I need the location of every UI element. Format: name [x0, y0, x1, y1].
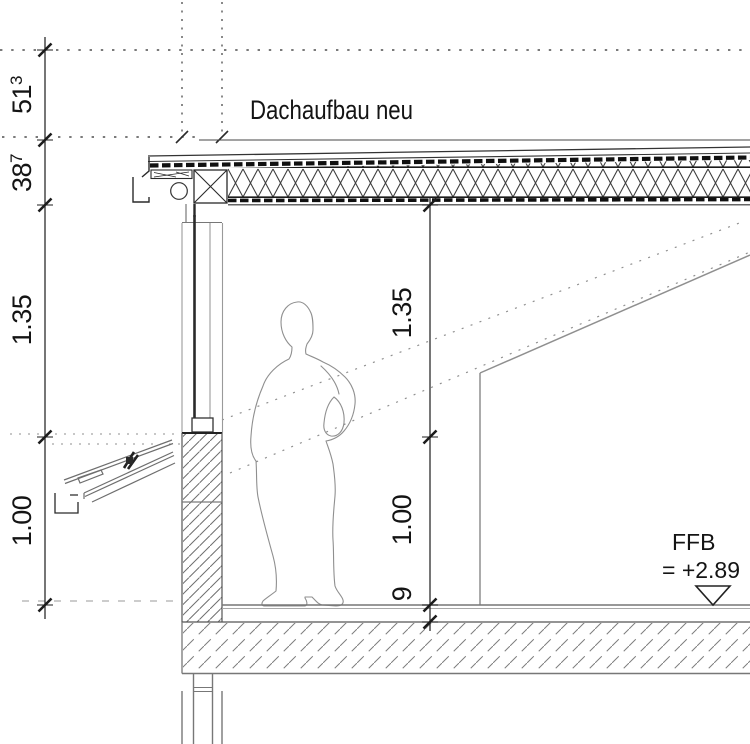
eaves-detail	[132, 157, 228, 224]
ref-tick-a	[175, 130, 189, 144]
dim-label-135-interior: 1.35	[387, 288, 417, 339]
sight-lines	[221, 221, 750, 474]
louver-slat-3	[91, 462, 176, 503]
wall-hatch	[183, 434, 222, 622]
dim-label-38-7: 387	[7, 154, 37, 192]
roof-membrane-bottom	[227, 197, 750, 203]
level-marker-label: FFB	[672, 529, 715, 555]
timber-plank	[150, 169, 193, 180]
interior-dim-labels: 1.35 1.00 9	[387, 288, 417, 602]
roof-layer-line-1	[147, 146, 750, 157]
window-sill-block	[191, 417, 214, 433]
fascia-profile	[141, 157, 150, 178]
interior-dimension-chain	[422, 197, 438, 631]
roller-blind-housing	[170, 182, 188, 200]
figure-outline	[250, 301, 356, 607]
level-marker: FFB = +2.89	[662, 529, 740, 607]
sight-line-upper	[221, 221, 743, 421]
roof-membrane-top	[149, 155, 750, 168]
masonry-wall	[181, 432, 223, 622]
roof-construction-label: Dachaufbau neu	[250, 95, 413, 125]
dim-label-9-interior: 9	[387, 587, 417, 602]
ref-tick-b	[215, 130, 229, 144]
louver-slat-short	[77, 469, 104, 484]
left-dim-labels: 513 387 1.35 1.00	[7, 76, 37, 546]
figure-hand-contour	[323, 396, 345, 437]
left-dimension-chain	[37, 37, 53, 619]
timber-beam	[193, 169, 228, 204]
roof-insulation	[228, 160, 750, 199]
level-marker-triangle-icon	[694, 585, 732, 607]
dim-label-100-interior: 1.00	[387, 495, 417, 546]
stair-structure-sloped-edge	[479, 254, 750, 374]
dim-label-135-left: 1.35	[7, 295, 37, 346]
floor-slab	[181, 604, 750, 744]
timber-beam-cross	[193, 169, 228, 204]
timber-plank-grain	[153, 171, 190, 178]
shutter-detail	[54, 439, 176, 514]
roof-assembly	[147, 139, 750, 206]
window-section	[181, 215, 224, 433]
stair-structure	[479, 254, 750, 605]
human-figure	[250, 301, 356, 607]
louver-pivot	[126, 457, 133, 464]
louver-slat-2	[83, 451, 175, 499]
slab-hatch	[183, 623, 750, 673]
eaves-flashing	[132, 177, 150, 203]
roof-layer-line-2	[147, 152, 750, 163]
gutter-channel	[54, 493, 79, 514]
sight-line-lower	[229, 251, 750, 474]
interior-dim-ticks	[422, 197, 438, 630]
dim-label-51-3: 513	[7, 76, 37, 114]
dim-label-100-left: 1.00	[7, 496, 37, 547]
figure-arm-inner-line	[320, 365, 340, 395]
left-dim-ticks	[37, 42, 53, 613]
reference-grid	[0, 2, 750, 602]
level-marker-value: = +2.89	[662, 557, 740, 583]
